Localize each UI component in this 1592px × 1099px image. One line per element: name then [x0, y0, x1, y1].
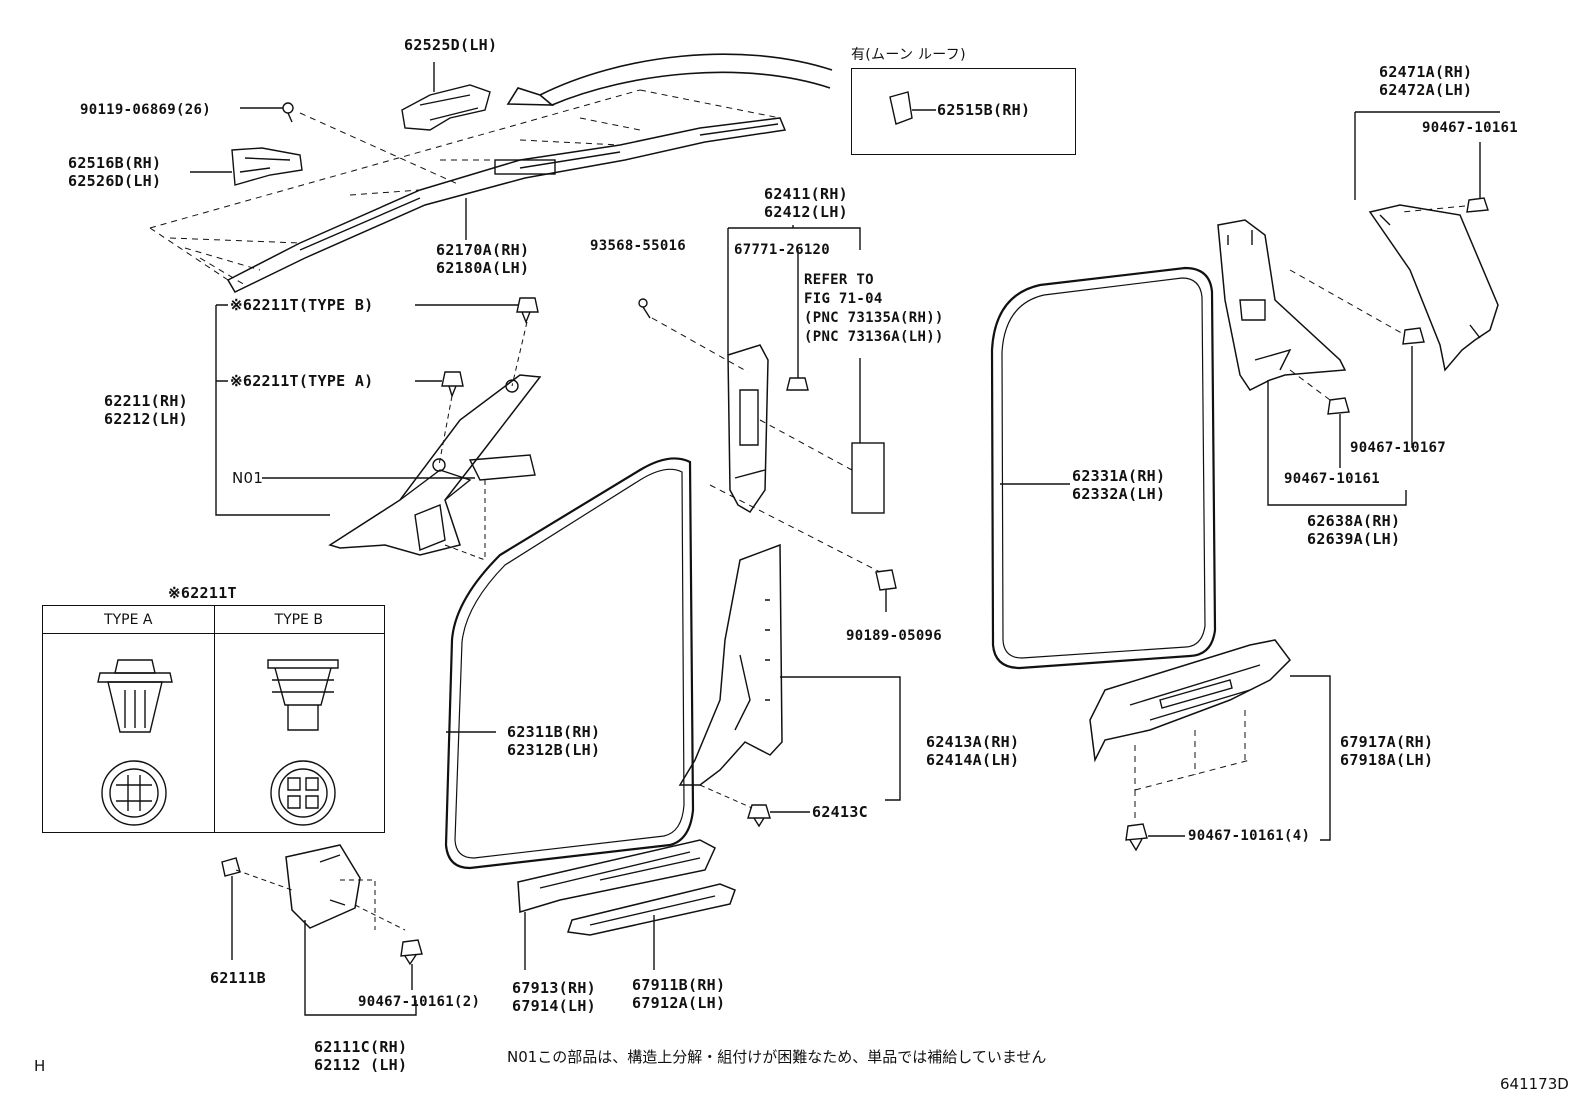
label-line: 62180A(LH) — [436, 259, 530, 277]
label-line: 62471A(RH) — [1379, 63, 1473, 81]
type-b-clip-bottom — [270, 760, 336, 826]
label-90189: 90189-05096 — [846, 628, 943, 644]
label-93568: 93568-55016 — [590, 238, 687, 254]
arrowhead — [506, 87, 555, 106]
label-67917a: 67917A(RH) 67918A(LH) — [1340, 733, 1433, 769]
label-line: 62211(RH) — [104, 392, 188, 410]
label-line: FIG 71-04 — [804, 291, 883, 307]
label-line: 62412(LH) — [764, 203, 848, 221]
bracket-62525d — [401, 84, 491, 131]
front-scuff — [517, 839, 716, 913]
label-line: 62413A(RH) — [926, 733, 1020, 751]
c-pillar-lower — [1217, 219, 1347, 391]
footer-note: N01この部品は、構造上分解・組付けが困難なため、単品では補給していません — [507, 1048, 1047, 1066]
c-pillar-upper — [1368, 204, 1499, 372]
label-line: 62170A(RH) — [436, 241, 530, 259]
type-a-clip-bottom — [101, 760, 167, 826]
label-line: 62111C(RH) — [314, 1038, 408, 1056]
front-weatherstrip — [444, 457, 695, 870]
label-90467-10167: 90467-10167 — [1350, 440, 1447, 456]
clip-type-a — [441, 371, 464, 399]
b-pillar-upper — [727, 344, 769, 514]
label-line: 67917A(RH) — [1340, 733, 1434, 751]
label-line: 62311B(RH) — [507, 723, 601, 741]
type-a-clip-side — [97, 659, 173, 733]
label-62111c: 62111C(RH) 62112 (LH) — [314, 1038, 407, 1074]
rear-weatherstrip — [990, 266, 1217, 670]
label-62471a: 62471A(RH) 62472A(LH) — [1379, 63, 1472, 99]
clip-type-b — [516, 297, 539, 324]
table-divider — [213, 606, 215, 832]
type-table-title: ※62211T — [168, 584, 237, 602]
label-90467-mid: 90467-10161 — [1284, 471, 1381, 487]
label-line: (PNC 73136A(LH)) — [804, 329, 944, 345]
label-62515b: 62515B(RH) — [937, 101, 1031, 119]
clip-type-table: TYPE A TYPE B — [42, 605, 385, 833]
label-line: 62638A(RH) — [1307, 512, 1401, 530]
label-line: 67912A(LH) — [632, 994, 726, 1012]
rear-scuff — [1089, 639, 1291, 763]
label-62211: 62211(RH) 62212(LH) — [104, 392, 188, 428]
corner-mark: H — [34, 1057, 46, 1075]
cowl-side-trim — [285, 844, 361, 929]
label-line: 62332A(LH) — [1072, 485, 1166, 503]
front-sill — [567, 883, 736, 936]
label-line: 62526D(LH) — [68, 172, 162, 190]
label-67771: 67771-26120 — [734, 242, 831, 258]
label-line: 67911B(RH) — [632, 976, 726, 994]
label-line: REFER TO — [804, 272, 874, 288]
moonroof-callout-box — [851, 68, 1076, 155]
label-line: 62312B(LH) — [507, 741, 601, 759]
label-line: (PNC 73135A(RH)) — [804, 310, 944, 326]
label-62111b: 62111B — [210, 969, 266, 987]
label-62331a: 62331A(RH) 62332A(LH) — [1072, 467, 1165, 503]
label-line: 67913(RH) — [512, 979, 596, 997]
label-90467-top: 90467-10161 — [1422, 120, 1519, 136]
label-62411: 62411(RH) 62412(LH) — [764, 185, 848, 221]
label-n01: N01 — [232, 469, 264, 487]
label-line: 62639A(LH) — [1307, 530, 1401, 548]
label-90467-4: 90467-10161(4) — [1188, 828, 1311, 844]
b-pillar-lower — [678, 543, 783, 786]
label-90119: 90119-06869(26) — [80, 102, 211, 118]
label-62516b: 62516B(RH) 62526D(LH) — [68, 154, 161, 190]
curved-arrow-inner — [551, 71, 831, 106]
label-refer: REFER TO FIG 71-04 (PNC 73135A(RH)) (PNC… — [804, 271, 944, 347]
label-line: 62414A(LH) — [926, 751, 1020, 769]
label-62413c: 62413C — [812, 803, 868, 821]
label-67911b: 67911B(RH) 67912A(LH) — [632, 976, 725, 1012]
figure-id: 641173D — [1500, 1075, 1569, 1093]
curved-arrow — [539, 53, 833, 96]
roof-side-rail — [226, 117, 787, 293]
label-line: 67914(LH) — [512, 997, 596, 1015]
moonroof-note: 有(ムーン ルーフ) — [851, 47, 966, 63]
label-62170a: 62170A(RH) 62180A(LH) — [436, 241, 529, 277]
label-62413a: 62413A(RH) 62414A(LH) — [926, 733, 1019, 769]
label-67913: 67913(RH) 67914(LH) — [512, 979, 596, 1015]
label-90467-2: 90467-10161(2) — [358, 994, 481, 1010]
label-62211t-type-a: ※62211T(TYPE A) — [230, 372, 374, 390]
label-62638a: 62638A(RH) 62639A(LH) — [1307, 512, 1400, 548]
label-62211t-type-b: ※62211T(TYPE B) — [230, 296, 374, 314]
label-line: 62331A(RH) — [1072, 467, 1166, 485]
label-line: 62472A(LH) — [1379, 81, 1473, 99]
label-line: 62112 (LH) — [314, 1056, 408, 1074]
type-a-header: TYPE A — [43, 606, 214, 634]
label-62525d: 62525D(LH) — [404, 36, 498, 54]
type-b-clip-side — [267, 659, 339, 731]
label-line: 62212(LH) — [104, 410, 188, 428]
label-line: 62516B(RH) — [68, 154, 162, 172]
type-b-header: TYPE B — [213, 606, 384, 634]
label-line: 67918A(LH) — [1340, 751, 1434, 769]
label-line: 62411(RH) — [764, 185, 848, 203]
refer-panel — [851, 442, 885, 514]
part-62515b — [889, 91, 913, 125]
label-62311b: 62311B(RH) 62312B(LH) — [507, 723, 600, 759]
bracket-62516b — [231, 147, 303, 186]
a-pillar-garnish — [328, 374, 542, 556]
